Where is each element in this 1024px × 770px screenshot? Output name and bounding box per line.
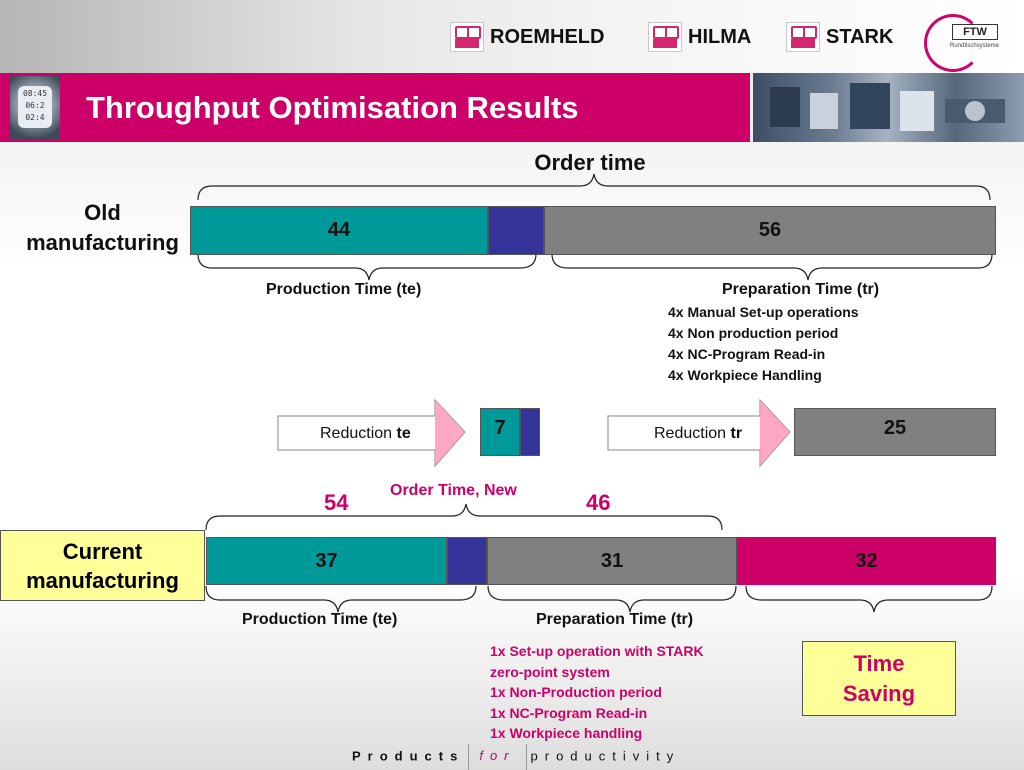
stopwatch-digit: 08:45: [22, 89, 48, 98]
page-title: Throughput Optimisation Results: [86, 90, 579, 125]
ftw-ring-icon: [924, 14, 982, 72]
machines-photo: [750, 73, 1024, 142]
footer-tagline: Products for productivity: [352, 744, 680, 770]
detail-line: 1x Non-Production period: [490, 684, 662, 700]
old-production-caption: Production Time (te): [266, 281, 422, 298]
old-preparation-brace: [551, 253, 993, 281]
old-label-line2: manufacturing: [26, 230, 179, 255]
old-preparation-caption: Preparation Time (tr): [722, 281, 880, 298]
new-production-value: 37: [315, 549, 338, 572]
time-saving-value: 32: [855, 549, 878, 572]
footer-for: for: [479, 748, 516, 764]
order-time-label: Order time: [534, 150, 646, 175]
old-label-line1: Old: [84, 200, 121, 225]
reduced-production-segment: 7: [480, 408, 520, 456]
detail-line: zero-point system: [490, 663, 610, 680]
reduction-te-text: Reduction: [320, 425, 393, 442]
detail-line: 4x Workpiece Handling: [668, 367, 822, 383]
brand-hilma-name: HILMA: [688, 25, 752, 48]
brand-stark: STARK: [786, 22, 893, 52]
detail-line: 4x Manual Set-up operations: [668, 304, 859, 320]
stopwatch-face: 08:45 06:2 02:4: [18, 86, 52, 128]
time-saving-line2: Saving: [842, 680, 916, 706]
old-production-segment: 44: [190, 206, 488, 255]
new-preparation-value: 31: [600, 549, 624, 572]
stark-logo-icon: [786, 22, 820, 52]
time-saving-box: Time Saving: [802, 641, 956, 716]
new-production-brace: [205, 585, 477, 613]
new-preparation-brace: [487, 585, 737, 613]
time-saving-segment: 32: [737, 537, 996, 585]
old-production-brace: [197, 253, 537, 281]
detail-line: 1x NC-Program Read-in: [490, 704, 648, 721]
ftw-logo-subtitle: Rundtischsysteme: [950, 43, 1000, 49]
brand-stark-name: STARK: [826, 25, 894, 48]
footer-divider: [468, 744, 470, 770]
new-preparation-segment: 31: [487, 537, 737, 585]
current-manufacturing-label: Current manufacturing: [0, 530, 205, 601]
detail-line: 1x Set-up operation with STARK: [490, 643, 704, 659]
ftw-logo-text: FTW: [952, 24, 998, 40]
current-label-line2: manufacturing: [26, 567, 179, 593]
saving-brace: [745, 585, 993, 613]
brand-roemheld: ROEMHELD: [450, 22, 604, 52]
new-right-total: 46: [586, 490, 611, 515]
footer-divider: [525, 744, 527, 770]
new-production-caption: Production Time (te): [242, 611, 398, 628]
machine-parts-icon: [770, 83, 1005, 131]
order-time-brace: [197, 173, 991, 201]
new-preparation-caption: Preparation Time (tr): [536, 611, 694, 628]
old-preparation-details: 4x Manual Set-up operations 4x Non produ…: [668, 302, 859, 386]
current-label-line1: Current: [62, 538, 143, 564]
reduction-te-symbol: te: [396, 425, 411, 442]
footer-productivity: productivity: [530, 748, 681, 764]
reduced-production-value: 7: [494, 417, 506, 439]
header-band: [0, 0, 1024, 73]
hilma-logo-icon: [648, 22, 682, 52]
reduced-nonproduction-segment: [520, 408, 540, 456]
brand-hilma: HILMA: [648, 22, 751, 52]
old-manufacturing-label: Old manufacturing: [0, 198, 205, 258]
new-order-time-brace: [205, 503, 723, 531]
brand-roemheld-name: ROEMHELD: [490, 25, 605, 48]
stopwatch-digit: 02:4: [25, 113, 45, 122]
reduction-tr-symbol: tr: [730, 425, 743, 442]
roemheld-logo-icon: [450, 22, 484, 52]
old-nonproduction-segment: [488, 206, 544, 255]
order-time-new-label: Order Time, New: [390, 482, 517, 499]
old-preparation-value: 56: [758, 219, 782, 241]
time-saving-line1: Time: [853, 650, 905, 676]
detail-line: 1x Workpiece handling: [490, 725, 643, 741]
new-left-total: 54: [324, 490, 349, 515]
stopwatch-icon: 08:45 06:2 02:4: [10, 76, 60, 139]
detail-line: 4x Non production period: [668, 325, 839, 341]
new-preparation-details: 1x Set-up operation with STARK zero-poin…: [490, 641, 704, 744]
footer-products: Products: [352, 748, 465, 764]
detail-line: 4x NC-Program Read-in: [668, 346, 826, 362]
ftw-logo: FTW Rundtischsysteme: [922, 10, 1012, 72]
reduction-tr-arrow-head: [760, 400, 790, 466]
new-production-segment: 37: [206, 537, 447, 585]
reduction-tr-text: Reduction: [654, 425, 727, 442]
reduction-te-arrow-head: [435, 400, 465, 466]
old-production-value: 44: [327, 219, 351, 241]
photo-divider: [750, 73, 753, 142]
old-preparation-segment: 56: [544, 206, 996, 255]
new-nonproduction-segment: [447, 537, 487, 585]
stopwatch-digit: 06:2: [25, 101, 45, 110]
reduction-tr-label: Reduction tr: [654, 425, 742, 443]
reduced-preparation-segment: 25: [794, 408, 996, 456]
reduction-te-label: Reduction te: [320, 425, 411, 443]
reduced-preparation-value: 25: [883, 417, 907, 439]
